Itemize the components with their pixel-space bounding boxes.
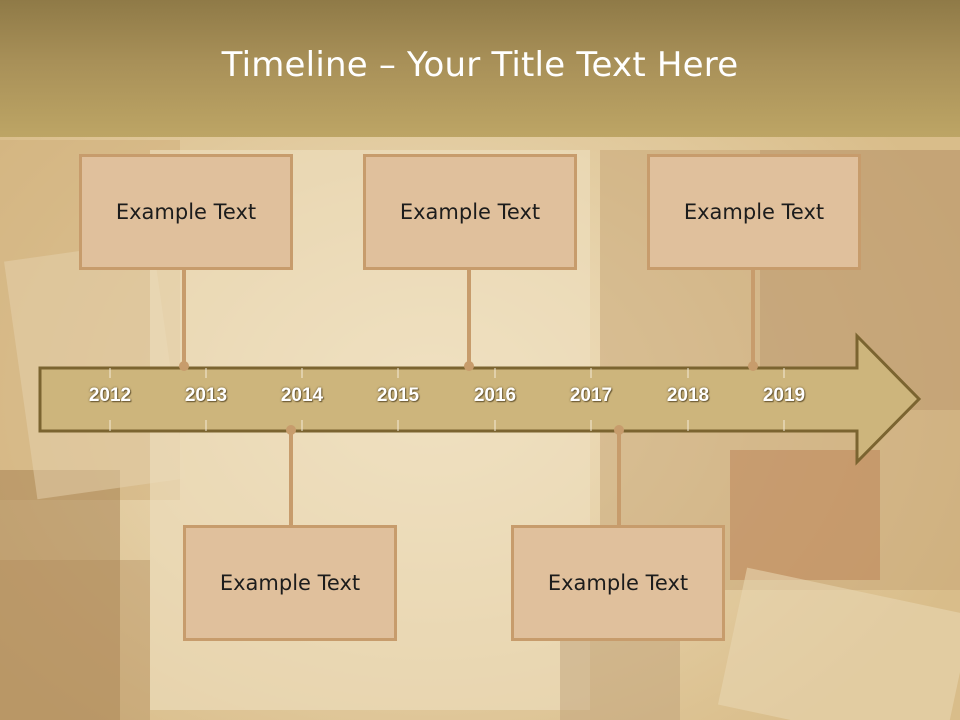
year-label: 2016	[473, 385, 517, 406]
year-label: 2017	[569, 385, 613, 406]
event-box[interactable]: Example Text	[363, 154, 577, 270]
slide-title: Timeline – Your Title Text Here	[221, 44, 739, 85]
connector-dot	[179, 361, 189, 371]
year-label: 2012	[88, 385, 132, 406]
connector-dot	[614, 425, 624, 435]
timeline-arrow	[38, 332, 922, 466]
year-label: 2019	[762, 385, 806, 406]
year-label: 2014	[280, 385, 324, 406]
tick-marks	[109, 368, 785, 431]
event-box[interactable]: Example Text	[79, 154, 293, 270]
year-label: 2013	[184, 385, 228, 406]
title-bar: Timeline – Your Title Text Here	[0, 0, 960, 137]
connector-dot	[286, 425, 296, 435]
event-box[interactable]: Example Text	[511, 525, 725, 641]
year-label: 2018	[666, 385, 710, 406]
connector-dot	[748, 361, 758, 371]
event-box[interactable]: Example Text	[647, 154, 861, 270]
connector-dot	[464, 361, 474, 371]
year-label: 2015	[376, 385, 420, 406]
event-box[interactable]: Example Text	[183, 525, 397, 641]
